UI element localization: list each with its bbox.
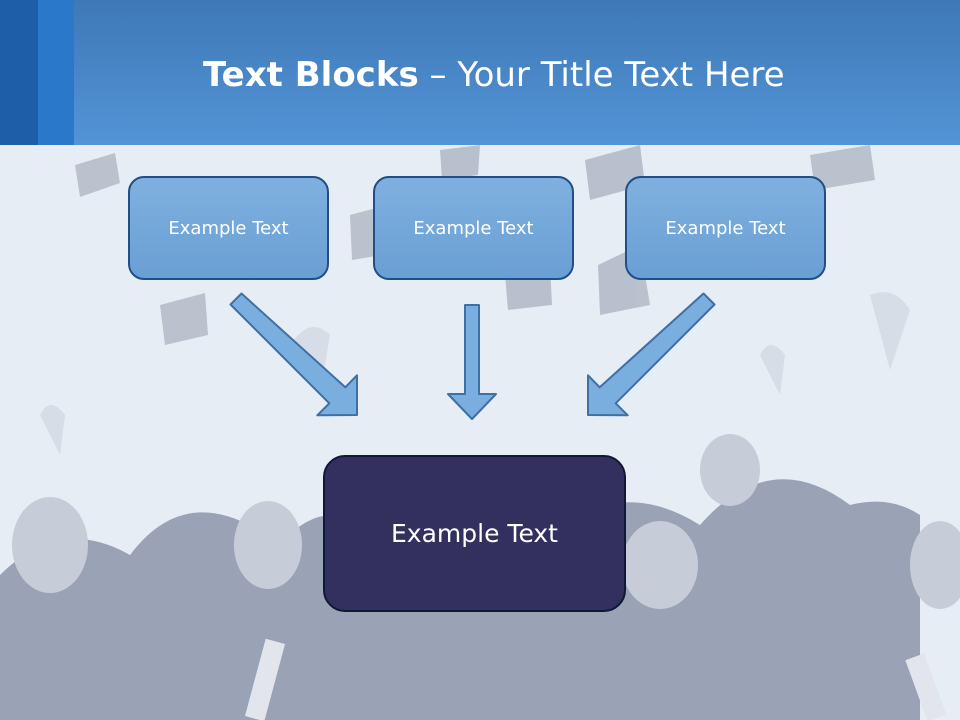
slide-title: Text Blocks – Your Title Text Here bbox=[203, 52, 785, 98]
center-down-arrow bbox=[447, 304, 497, 420]
header-accent-strip-light bbox=[38, 0, 74, 145]
title-rest: Your Title Text Here bbox=[457, 55, 785, 95]
text-block-center[interactable]: Example Text bbox=[373, 176, 574, 280]
left-down-arrow bbox=[229, 292, 358, 417]
text-block-left[interactable]: Example Text bbox=[128, 176, 329, 280]
text-block-right[interactable]: Example Text bbox=[625, 176, 826, 280]
title-dash: – bbox=[418, 55, 458, 95]
title-bar: Text Blocks – Your Title Text Here bbox=[0, 0, 960, 145]
header-accent-strip bbox=[0, 0, 38, 145]
text-block-bottom[interactable]: Example Text bbox=[323, 455, 626, 612]
right-down-arrow bbox=[587, 292, 716, 417]
title-bold: Text Blocks bbox=[203, 55, 419, 95]
